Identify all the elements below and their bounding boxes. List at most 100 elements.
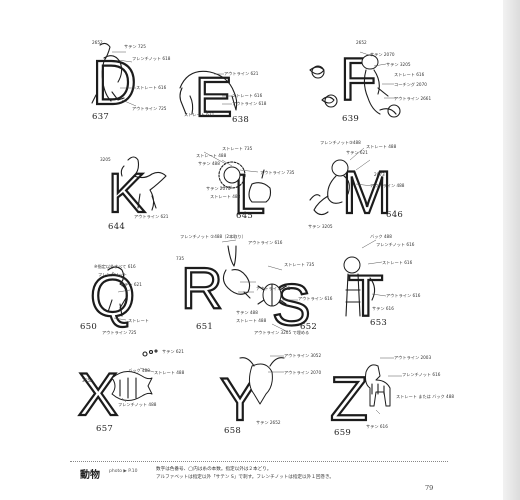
stitch-label: ストレート 488 [154, 370, 185, 375]
motif-number: 652 [300, 322, 318, 332]
letter-e-motif: E [195, 65, 232, 128]
motif-number: 657 [96, 424, 114, 434]
stitch-label: フレンチノット 616 [376, 242, 415, 247]
goat-horns [239, 357, 285, 367]
motif-number: 658 [224, 426, 242, 436]
kangaroo-drawing [120, 156, 167, 211]
stitch-label: フレンチノット 616 [402, 372, 441, 377]
letter-t-motif: T [348, 264, 383, 329]
stitch-label: アウトライン 621 [224, 71, 259, 76]
lion-body [248, 169, 272, 203]
stitch-label: サテン 616 [372, 306, 394, 311]
stitch-label: アウトライン 488 [370, 183, 405, 188]
stitch-label: サテン 3205 [308, 224, 333, 229]
stitch-label: アウトライン 616 [248, 240, 283, 245]
letter-r-motif: R [181, 256, 223, 321]
stitch-label: アウトライン 2003 [394, 355, 432, 360]
stitch-label: サテン 2652 [256, 420, 281, 425]
section-title: 動物 [80, 470, 100, 481]
footer-note: アルファベットは指定以外「サテン S」で刺す。フレンチノットは指定以外１回巻き。 [156, 475, 334, 480]
motif-number: 651 [196, 322, 214, 332]
motif-number: 638 [232, 115, 250, 125]
stitch-label: ストレート 488 [236, 318, 267, 323]
elephant-drawing [179, 70, 238, 115]
letter-y-motif: Y [220, 366, 260, 433]
tiger-drawing [345, 273, 376, 317]
zebra-stripes [371, 383, 385, 395]
stitch-label: サテン 621 [120, 282, 142, 287]
stitch-label: ストレート または バック 488 [396, 394, 455, 399]
stitch-label: サテン 488 [198, 161, 220, 166]
stitch-label: バック 488 [370, 234, 392, 239]
stitch-label: ※指定以外すべて 616 [94, 264, 136, 269]
page-number: 79 [425, 484, 434, 492]
stitch-label: 3652 [82, 378, 93, 383]
stitch-label: ストレート 488 [366, 144, 397, 149]
motif-number: 646 [386, 210, 404, 220]
letter-s-motif: S [272, 273, 311, 338]
lily-pad-icon [387, 104, 401, 118]
stitch-label: ストレート 488 [210, 194, 241, 199]
stitch-label: サテン 725 [124, 44, 146, 49]
label-leader-lines [111, 51, 402, 415]
motif-number: 659 [334, 428, 352, 438]
stitch-label: サテン 621 [346, 150, 368, 155]
stitch-label: ストレート 616 [382, 260, 413, 265]
letter-d-motif: D [92, 49, 137, 118]
frog-drawing [309, 66, 397, 115]
fish-drawing [111, 371, 153, 401]
beetle-legs [257, 283, 287, 307]
monkey-drawing [309, 175, 350, 216]
motif-number: 639 [342, 114, 360, 124]
monkey-head [331, 159, 349, 177]
motif-number: 650 [80, 322, 98, 332]
stitch-label: 2652 [92, 40, 103, 45]
stitch-label: アウトライン 616 [298, 296, 333, 301]
stitch-label: サテン 3205 [386, 62, 411, 67]
stitch-label: アウトライン 3205 で埋める [254, 330, 310, 335]
stitch-label: ストレート 488 [196, 153, 227, 158]
stitch-label: ストレート 616 [136, 85, 167, 90]
stitch-label: フレンチノット 488 [118, 402, 157, 407]
stitch-label: フレンチノット [98, 272, 128, 277]
bubble-icon [142, 351, 148, 357]
letter-m-motif: M [342, 159, 392, 226]
stitch-label: ストレート 616 [394, 72, 425, 77]
stitch-label: サテン 2070 [206, 186, 231, 191]
stitch-label: 2652 [356, 40, 367, 45]
stitch-label: サテン 2070 [370, 52, 395, 57]
stitch-label: ストレート 735 [284, 262, 315, 267]
stitch-label: 735 [176, 256, 184, 261]
book-spine-shadow [503, 0, 520, 500]
stitch-label: アウトライン 621 [134, 214, 169, 219]
lily-pad-icon [311, 65, 325, 79]
lion-head [223, 166, 241, 184]
bubble-icon [154, 349, 158, 353]
photo-reference: photo ▶ P.10 [109, 469, 138, 474]
stitch-label: サテン 616 [366, 424, 388, 429]
rabbit-drawing [222, 245, 251, 299]
stitch-label: アウトライン 725 [102, 330, 137, 335]
lily-pad-icon [324, 94, 338, 108]
stitch-label: コーチング 2070 [394, 82, 427, 87]
stitch-label: 2073 [374, 172, 385, 177]
lion-mane [218, 161, 246, 189]
dog-drawing [91, 42, 125, 104]
stitch-label: バック 488 [128, 368, 150, 373]
motif-number: 653 [370, 318, 388, 328]
stitch-label: アウトライン 618 [232, 101, 267, 106]
motif-number: 645 [236, 211, 254, 221]
stitch-label: ストレート 616 [232, 93, 263, 98]
stitch-label: 3205 [100, 157, 111, 162]
letter-z-motif: Z [330, 365, 368, 434]
letter-q-motif: Q [90, 264, 135, 329]
bubble-icon [148, 349, 154, 355]
frog-head [361, 54, 379, 70]
footer-note: 数字は色番号、◯内は糸の本数。指定以外は２本どり。 [156, 467, 272, 472]
motif-number: 637 [92, 112, 110, 122]
tiger-head [343, 256, 361, 274]
stitch-label: サテン 621 [162, 349, 184, 354]
stitch-label: アウトライン 725 [132, 106, 167, 111]
